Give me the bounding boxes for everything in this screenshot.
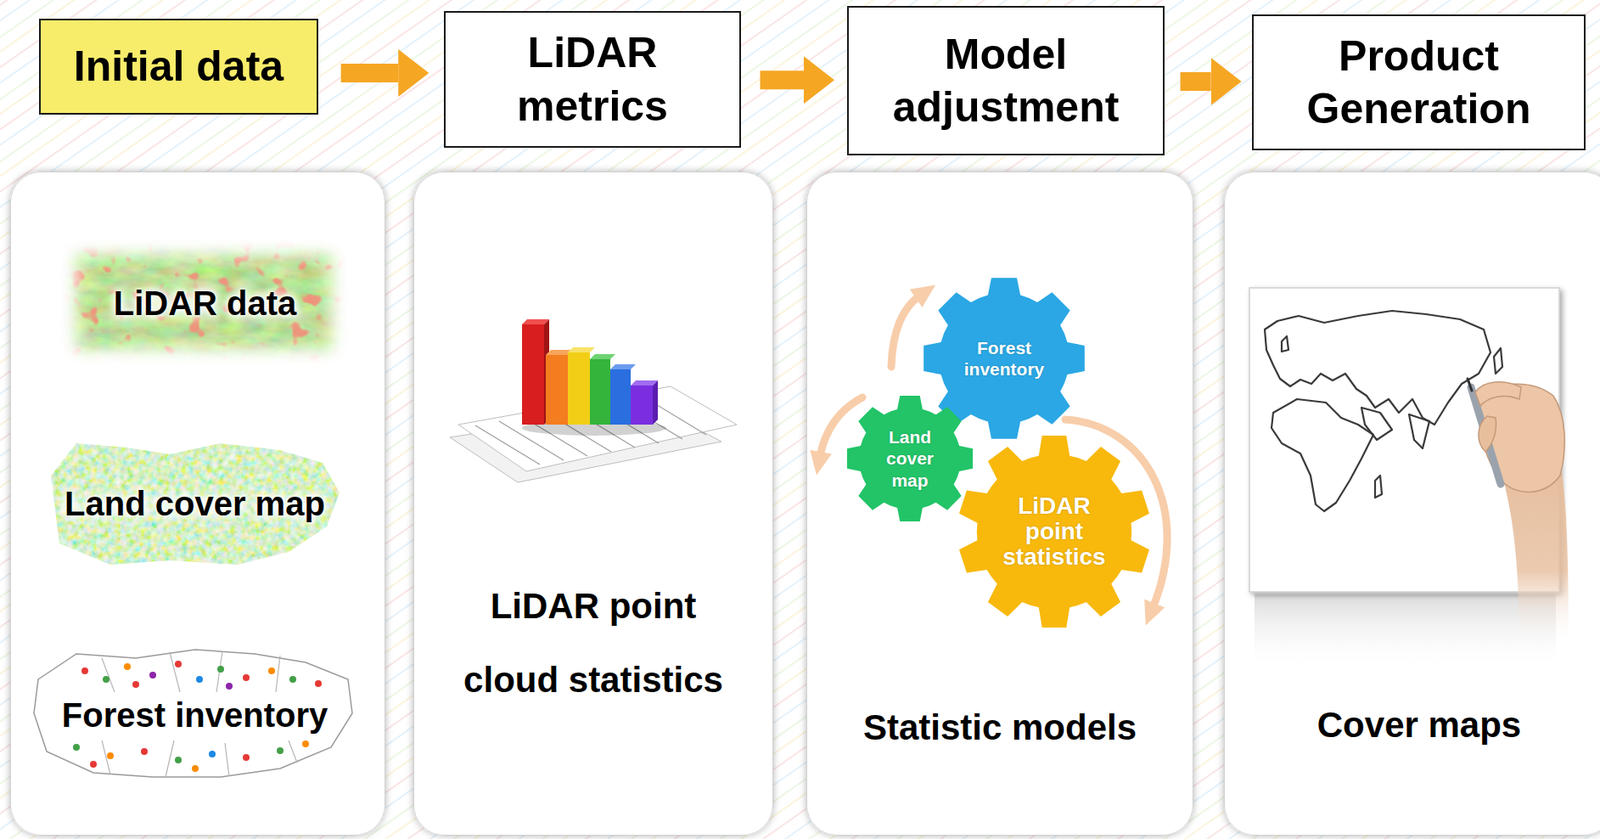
step-panel: Cover maps: [1223, 171, 1600, 836]
panel-caption: Statistic models: [830, 701, 1170, 753]
land-cover-image: [46, 437, 344, 569]
lidar-image: [50, 229, 357, 374]
gear-label: Forest inventory: [954, 336, 1055, 380]
gear-shape: Land cover map: [846, 394, 974, 523]
panel-caption: Cover maps: [1249, 699, 1589, 751]
gear-fill: [959, 435, 1150, 628]
step-panel: LiDAR dataLand cover mapForest inventory: [10, 171, 386, 836]
box-label: Product Generation: [1270, 29, 1567, 136]
flow-arrow: [760, 70, 805, 90]
image-label-box: LiDAR data: [67, 245, 343, 360]
box-label: LiDAR data: [113, 282, 298, 324]
image-label-box: Land cover map: [46, 439, 343, 568]
step-panel: LiDAR point cloud statistics: [413, 171, 774, 836]
step-box: LiDAR metrics: [443, 11, 742, 148]
panel-fill: [413, 171, 774, 836]
box-label: Land cover map: [64, 482, 326, 524]
step-box: Product Generation: [1251, 14, 1586, 151]
flow-arrow: [1180, 72, 1212, 91]
bar-chart-illustration: [449, 319, 737, 483]
box-label: Model adjustment: [865, 28, 1146, 135]
box-label: LiDAR metrics: [462, 26, 723, 133]
panel-caption: LiDAR point cloud statistics: [449, 568, 738, 717]
map-drawing-illustration: [1249, 287, 1569, 671]
image-label-box: Forest inventory: [31, 643, 359, 786]
gear-fill: [847, 395, 973, 522]
panel-fill: [806, 171, 1194, 836]
gear-label: LiDAR point statistics: [994, 493, 1114, 571]
panel-fill: [1223, 171, 1600, 836]
gear-label: Land cover map: [880, 426, 940, 491]
box-label: Initial data: [73, 39, 284, 94]
flow-arrow: [341, 63, 399, 83]
box-label: Forest inventory: [61, 694, 328, 736]
forest-inventory-map: [33, 649, 353, 777]
panel-backgrounds: [10, 171, 1600, 836]
step-panel: Statistic models Forest inventoryLand cov…: [806, 171, 1194, 836]
step-box: Model adjustment: [847, 5, 1165, 156]
panel-fill: [10, 171, 386, 836]
step-box: Initial data: [39, 18, 319, 115]
gear-shape: LiDAR point statistics: [957, 434, 1151, 629]
